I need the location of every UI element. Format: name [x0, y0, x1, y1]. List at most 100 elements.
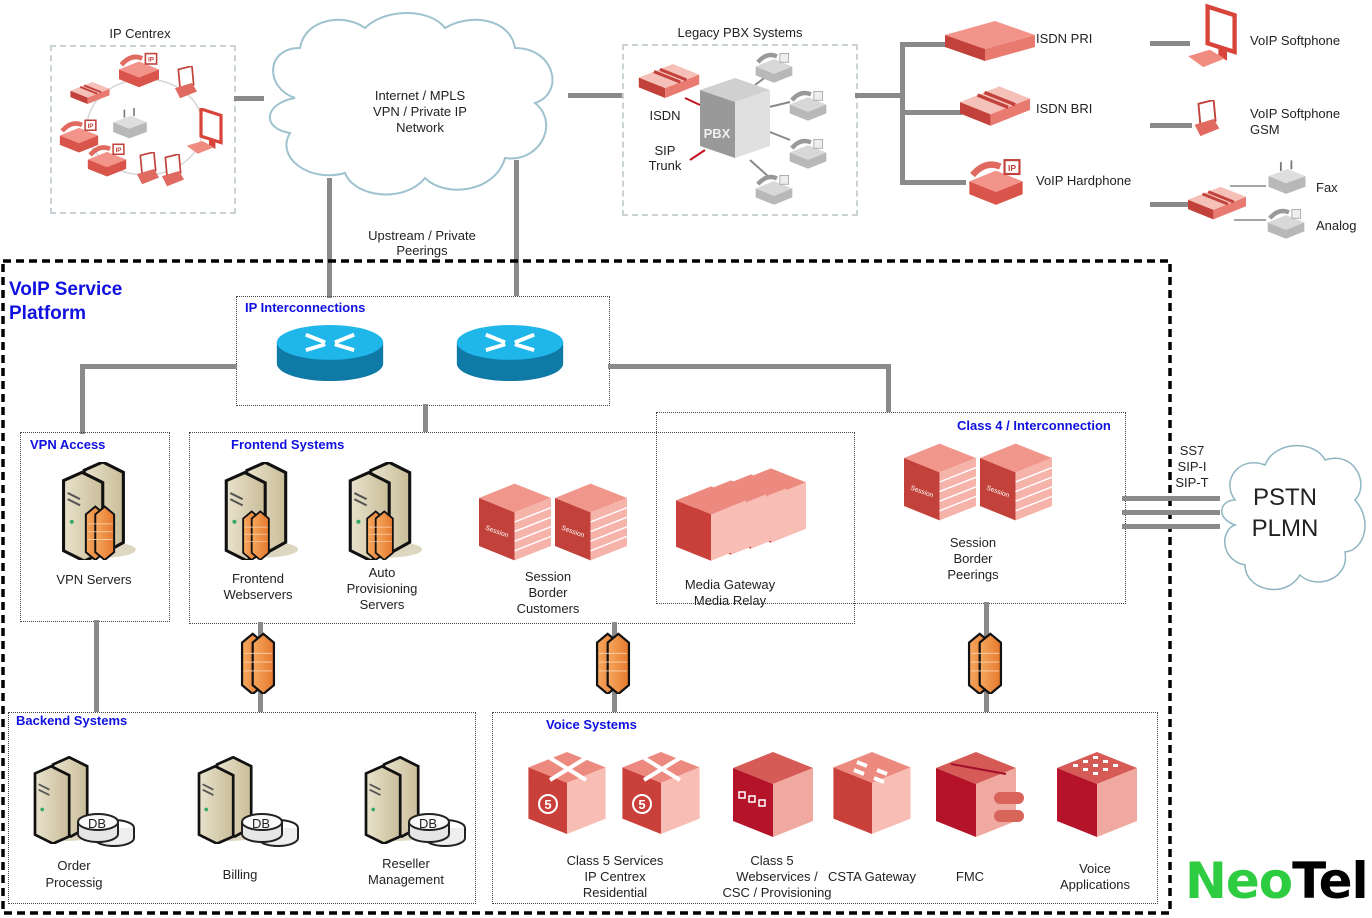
platform-title-1: VoIP Service [9, 279, 123, 300]
pstn-link [1122, 510, 1220, 515]
auto-provisioning-label-3: Servers [359, 597, 405, 612]
analog-phone-icon [786, 136, 830, 170]
billing-label: Billing [222, 867, 258, 882]
svg-text:5: 5 [638, 797, 645, 812]
frontend-webservers-label-2: Webservers [223, 587, 293, 602]
isdn-bri-device-icon [960, 85, 1030, 127]
backend-title: Backend Systems [16, 713, 128, 728]
gsm-mobile-icon [160, 154, 186, 188]
session-border-peerings-label-3: Peerings [947, 567, 999, 582]
pstn-link [1122, 496, 1220, 501]
logo-part-1: Neo [1185, 852, 1293, 910]
fmc-controller-icon [936, 752, 1024, 837]
voip-hardphone-icon [963, 158, 1029, 206]
media-gateway-label-1: Media Gateway [684, 577, 776, 592]
isdn-pri-label: ISDN PRI [1036, 31, 1093, 46]
fax-icon [1265, 160, 1309, 196]
session-border-peerings-label-1: Session [949, 535, 997, 550]
svg-text:PBX: PBX [704, 126, 731, 141]
ip-interconnections-title: IP Interconnections [245, 300, 366, 315]
class4-group [656, 412, 1126, 604]
trunk-label: Trunk [648, 158, 682, 173]
svg-text:5: 5 [544, 797, 551, 812]
connector-line [1150, 202, 1192, 207]
protocol-label-sip-i: SIP-I [1177, 459, 1207, 474]
softphone-pc-icon [185, 108, 225, 158]
router-icon [276, 325, 384, 383]
fax-label: Fax [1316, 180, 1338, 195]
auto-provisioning-label-2: Provisioning [346, 581, 418, 596]
platform-title-2: Platform [9, 303, 87, 324]
router-icon [456, 325, 564, 383]
fmc-label: FMC [955, 869, 985, 884]
connector-line [327, 178, 332, 298]
analog-phone-icon [752, 172, 796, 206]
class5-services-label-2: IP Centrex [584, 869, 646, 884]
cloud-label-1: Internet / MPLS [374, 88, 466, 103]
voip-softphone-pc-icon [1186, 2, 1240, 76]
softswitch-icon: 5 [528, 752, 606, 834]
connector-line [80, 364, 237, 369]
upstream-label-2: Peerings [396, 243, 448, 258]
voip-softphone-gsm-label-1: VoIP Softphone [1250, 106, 1341, 121]
pstn-link [1122, 524, 1220, 529]
voice-applications-label-1: Voice [1079, 861, 1111, 876]
class5-services-label-1: Class 5 Services [566, 853, 664, 868]
neotel-logo: NeoTel [1185, 852, 1369, 910]
connector-line [568, 93, 623, 98]
connector-line [423, 404, 428, 432]
connector-line [1150, 41, 1190, 46]
media-gateway-icon [676, 468, 806, 561]
connector-line [514, 160, 519, 296]
firewall-icon [955, 632, 1015, 694]
internet-cloud-icon [269, 12, 554, 196]
connector-line [94, 620, 99, 712]
firewall-icon [360, 510, 400, 560]
vpn-servers-label: VPN Servers [56, 572, 132, 587]
sip-label: SIP [654, 143, 676, 158]
order-processing-label-1: Order [57, 858, 91, 873]
ip-centrex-title: IP Centrex [109, 26, 171, 41]
protocol-label-sip-t: SIP-T [1175, 475, 1209, 490]
legacy-pbx-title: Legacy PBX Systems [677, 25, 803, 40]
class5-services-label-3: Residential [582, 885, 648, 900]
signaling-gateway-icon [832, 752, 912, 834]
class4-title: Class 4 / Interconnection [957, 418, 1111, 433]
class5-webservices-label-2: Webservices / [736, 869, 818, 884]
isdn-pri-device-icon [945, 10, 1035, 72]
class5-webservices-label-3: CSC / Provisioning [722, 885, 832, 900]
cloud-label-3: Network [396, 120, 444, 135]
analog-phone-icon [752, 50, 796, 84]
logo-part-2: Tel [1292, 852, 1369, 910]
pstn-label: PSTN [1252, 484, 1317, 511]
analog-phone-icon [1264, 206, 1308, 240]
reseller-management-label-1: Reseller [382, 856, 430, 871]
voip-softphone-label: VoIP Softphone [1250, 33, 1341, 48]
firewall-icon [236, 510, 276, 560]
connector-line [900, 180, 966, 185]
connector-line [608, 364, 890, 369]
db-label: DB [251, 816, 271, 831]
pstn-cloud-icon [1221, 444, 1366, 591]
application-server-icon [1057, 752, 1137, 837]
csta-gateway-label: CSTA Gateway [828, 869, 916, 884]
session-border-peerings-label-2: Border [953, 551, 993, 566]
session-border-customers-label-1: Session [524, 569, 572, 584]
softswitch-icon: 5 [622, 752, 700, 834]
media-gateway-label-2: Media Relay [693, 593, 767, 608]
legacy-pbx-group [622, 44, 858, 216]
voice-systems-title: Voice Systems [546, 717, 637, 732]
reseller-management-label-2: Management [368, 872, 444, 887]
session-border-controller-icon [904, 443, 976, 521]
upstream-label-1: Upstream / Private [368, 228, 476, 243]
connector-line [234, 96, 264, 101]
session-border-customers-label-3: Customers [516, 601, 580, 616]
system-management-icon [733, 752, 813, 837]
connector-line [80, 364, 85, 434]
ata-links [1230, 185, 1266, 221]
voip-hardphone-label: VoIP Hardphone [1036, 173, 1132, 188]
pbx-cube-icon: PBX [700, 78, 770, 158]
voice-applications-label-2: Applications [1059, 877, 1131, 892]
gsm-mobile-icon [173, 66, 199, 100]
firewall-icon [583, 632, 643, 694]
